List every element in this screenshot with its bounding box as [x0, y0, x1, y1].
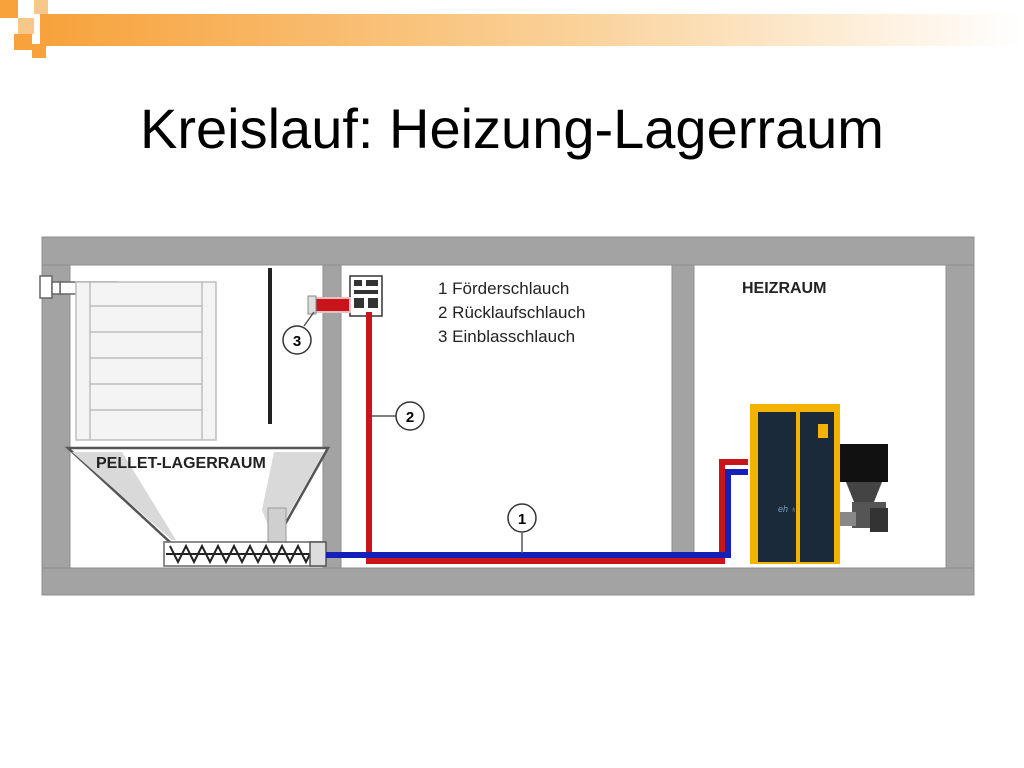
corner-square-2 — [18, 18, 34, 34]
building-walls — [41, 236, 975, 596]
legend-item-3: 3 Einblasschlauch — [438, 327, 575, 346]
callout-label-2: 2 — [406, 409, 414, 426]
svg-text:eh ♁: eh ♁ — [778, 504, 797, 514]
corner-square-1 — [0, 0, 18, 18]
floor-wall — [41, 567, 975, 596]
page-title: Kreislauf: Heizung-Lagerraum — [140, 97, 884, 160]
callout-label-3: 3 — [293, 333, 301, 350]
return-hose-red — [366, 312, 748, 564]
ceiling-wall — [41, 236, 975, 266]
header-accent-band — [0, 0, 1024, 58]
boiler-partition-wall — [671, 264, 695, 554]
supply-hose-blue — [326, 469, 748, 558]
pellet-boiler: eh ♁ — [750, 404, 888, 564]
callout-label-1: 1 — [518, 511, 526, 528]
coupling-box — [349, 275, 383, 317]
legend-item-1: 1 Förderschlauch — [438, 279, 569, 298]
storage-partition-wall — [322, 264, 342, 569]
callout-3: 3 — [282, 311, 315, 355]
header-gradient-bar — [40, 14, 1024, 46]
corner-square-3 — [34, 0, 48, 14]
auger-screw — [163, 541, 327, 567]
callout-1: 1 — [507, 503, 537, 553]
callout-2: 2 — [372, 401, 425, 431]
left-wall — [41, 264, 71, 569]
right-wall — [945, 264, 975, 569]
legend-item-2: 2 Rücklaufschlauch — [438, 303, 585, 322]
corner-square-4 — [14, 34, 32, 50]
injection-hose — [307, 295, 351, 315]
impact-mat — [268, 268, 272, 424]
storage-hopper — [64, 446, 331, 546]
storage-shelving — [75, 281, 217, 441]
hose-legend: 1 Förderschlauch 2 Rücklaufschlauch 3 Ei… — [438, 279, 585, 346]
boiler-room-label: HEIZRAUM — [742, 280, 826, 297]
corner-square-5 — [32, 44, 46, 58]
storage-room-label: PELLET-LAGERRAUM — [96, 455, 266, 472]
